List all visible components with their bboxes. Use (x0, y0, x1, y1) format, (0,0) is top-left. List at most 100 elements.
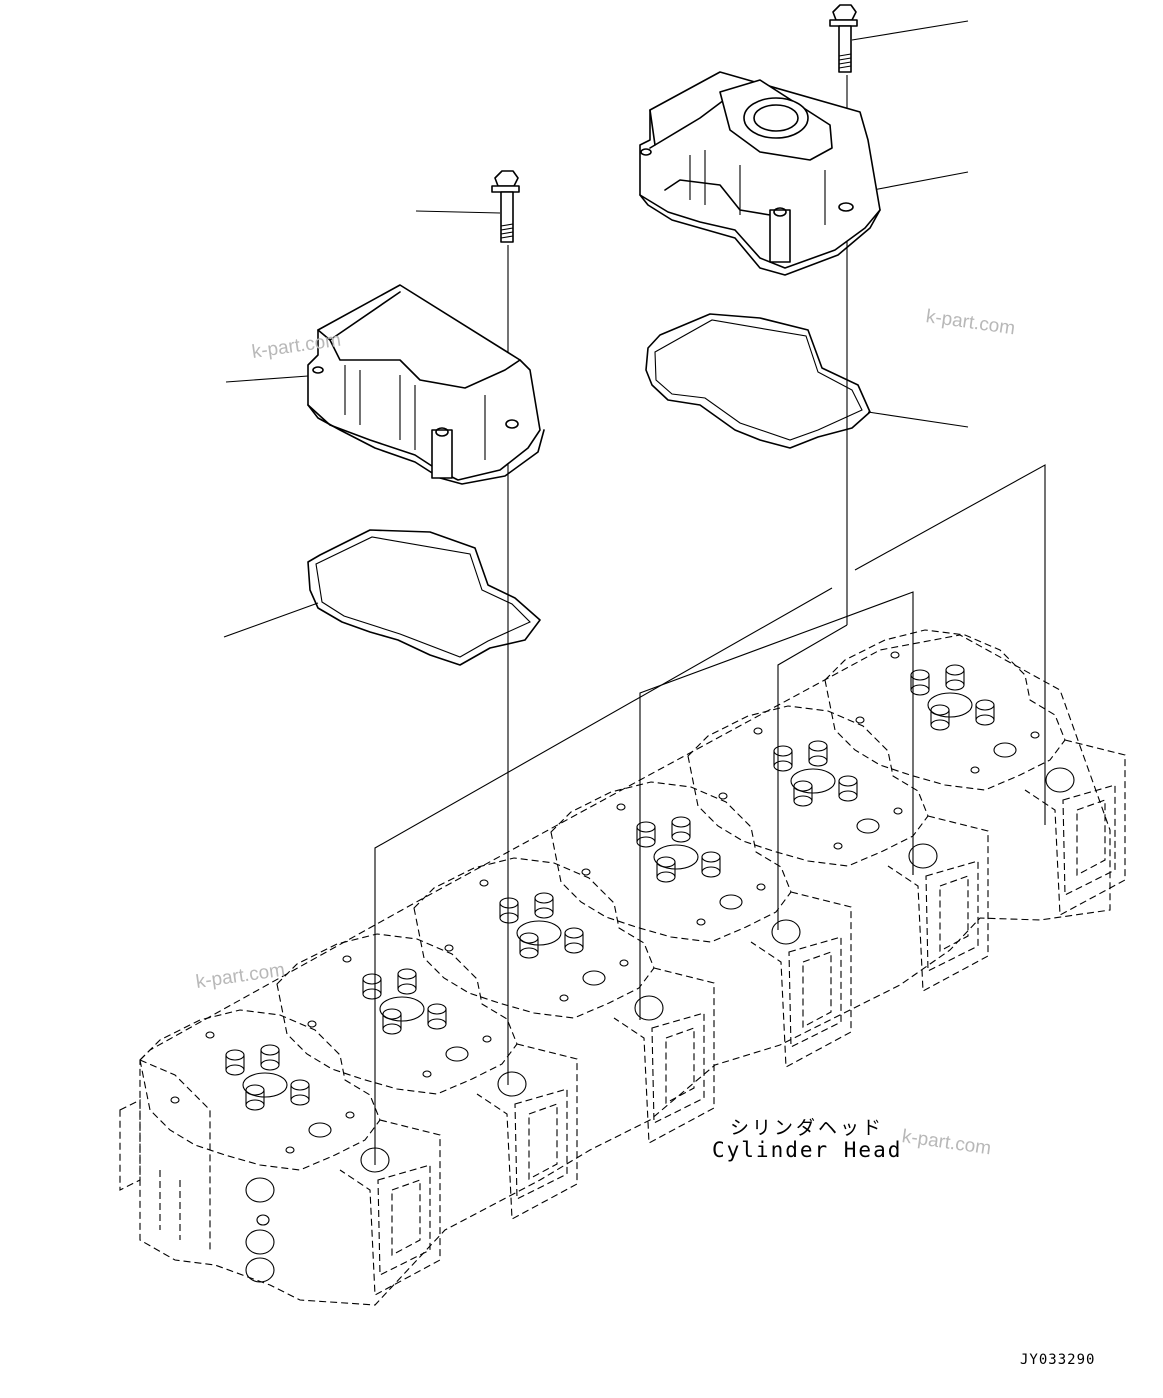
valve-base (290, 1094, 310, 1106)
caption-english: Cylinder Head (712, 1138, 903, 1162)
bolt-hole (856, 818, 880, 834)
valve-stem (975, 705, 995, 720)
valve-base (397, 983, 417, 995)
valve-stem (225, 1055, 245, 1070)
side-boss (497, 1071, 527, 1097)
valve-stem (260, 1050, 280, 1065)
front-lug (119, 1099, 141, 1191)
valve-top (362, 973, 382, 985)
bolt-hole (444, 944, 454, 952)
valve-stem (793, 786, 813, 801)
side-face (1024, 739, 1126, 916)
port-window (925, 860, 979, 972)
bolt-hole (833, 842, 843, 850)
bolt-hole (559, 994, 569, 1002)
port-inner (391, 1179, 421, 1256)
injector-boss (653, 844, 699, 870)
port-inner (528, 1103, 558, 1180)
valve-base (534, 907, 554, 919)
valve-top (975, 699, 995, 711)
valve-top (701, 851, 721, 863)
valve-top (427, 1003, 447, 1015)
bolt-hole (482, 1035, 492, 1043)
bolt-hole (1030, 731, 1040, 739)
bolt-hole (970, 766, 980, 774)
bolt-hole (307, 1020, 317, 1028)
cylinder-section (550, 781, 852, 1068)
side-face (613, 967, 715, 1144)
port-window (1062, 784, 1116, 896)
deck-outline (687, 705, 929, 867)
bolt-hole (581, 868, 591, 876)
valve-base (910, 684, 930, 696)
valve-stem (290, 1085, 310, 1100)
bolt-hole (345, 1111, 355, 1119)
valve-stem (838, 781, 858, 796)
bolt-hole (285, 1146, 295, 1154)
valve-stem (397, 974, 417, 989)
bolt-hole (170, 1096, 180, 1104)
bolt-hole (855, 716, 865, 724)
bolt-left (491, 170, 520, 243)
bolt-hole (445, 1046, 469, 1062)
deck-outline (139, 1009, 381, 1171)
drawing-code: JY033290 (1020, 1352, 1096, 1368)
valve-stem (362, 979, 382, 994)
valve-stem (534, 898, 554, 913)
valve-stem (808, 746, 828, 761)
valve-base (671, 831, 691, 843)
valve-base (225, 1064, 245, 1076)
valve-top (564, 927, 584, 939)
front-port (245, 1229, 275, 1255)
valve-base (701, 866, 721, 878)
valve-top (225, 1049, 245, 1061)
bolt-hole (308, 1122, 332, 1138)
front-end-detail (119, 1099, 275, 1283)
valve-stem (773, 751, 793, 766)
bolt-hole (993, 742, 1017, 758)
valve-base (656, 871, 676, 883)
valve-stem (671, 822, 691, 837)
cylinder-section (824, 629, 1126, 916)
valve-stem (910, 675, 930, 690)
valve-base (636, 836, 656, 848)
head-cover-right (639, 71, 881, 276)
valve-base (519, 947, 539, 959)
injector-boss (516, 920, 562, 946)
port-inner (802, 951, 832, 1028)
cylinder-section (276, 933, 578, 1220)
front-port (245, 1257, 275, 1283)
deck-outline (550, 781, 792, 943)
bracket-middle (777, 624, 848, 930)
front-rib (159, 1170, 181, 1240)
valve-base (362, 988, 382, 1000)
valve-base (260, 1059, 280, 1071)
valve-base (975, 714, 995, 726)
deck-outline (824, 629, 1066, 791)
leader-cover-right (872, 171, 969, 191)
bolt-hole (619, 959, 629, 967)
valve-top (290, 1079, 310, 1091)
bolt-right (829, 4, 858, 73)
port-window (651, 1012, 705, 1124)
side-boss (360, 1147, 390, 1173)
side-boss (908, 843, 938, 869)
valve-top (260, 1044, 280, 1056)
valve-base (499, 912, 519, 924)
port-inner (939, 875, 969, 952)
valve-base (382, 1023, 402, 1035)
cylinder-section (413, 857, 715, 1144)
bolt-hole (696, 918, 706, 926)
valve-base (945, 679, 965, 691)
port-inner (665, 1027, 695, 1104)
valve-base (838, 790, 858, 802)
valve-base (427, 1018, 447, 1030)
bracket-outer (374, 587, 833, 1165)
valve-top (945, 664, 965, 676)
leader-bolt-left (415, 210, 501, 214)
valve-stem (636, 827, 656, 842)
cylinder-section (139, 1009, 441, 1296)
bolt-hole (893, 807, 903, 815)
valve-top (534, 892, 554, 904)
